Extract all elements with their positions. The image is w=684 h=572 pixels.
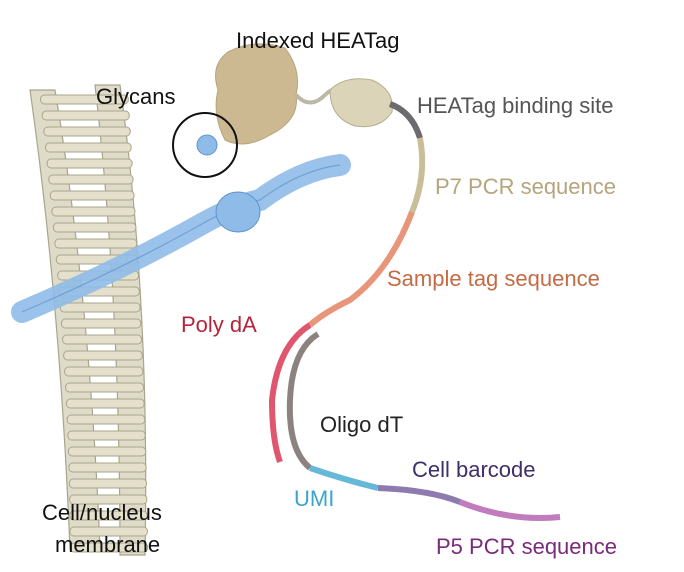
lipid-rung <box>69 542 149 553</box>
heatag-binding-site-segment <box>388 101 423 139</box>
lipid-rung <box>68 478 148 489</box>
label-umi: UMI <box>294 486 335 511</box>
cell-barcode-segment <box>377 485 462 505</box>
lipid-rung <box>63 350 143 361</box>
lipid-rung <box>54 238 138 249</box>
heatag-binding-protein <box>329 78 393 128</box>
poly-da-segment <box>268 322 312 464</box>
lipid-rung <box>48 174 134 185</box>
p7-pcr-segment <box>409 137 426 214</box>
lipid-rung <box>69 494 148 505</box>
lipid-rung <box>68 462 147 473</box>
lipid-rung <box>40 94 129 105</box>
label-cell-barcode: Cell barcode <box>412 457 536 482</box>
heatag-protein <box>215 43 299 145</box>
label-poly-da: Poly dA <box>181 312 257 337</box>
lipid-rung <box>66 414 146 425</box>
lipid-rung <box>51 206 136 217</box>
lipid-rung <box>59 302 141 313</box>
lipid-rung <box>69 526 148 537</box>
sample-tag-segment <box>308 210 415 328</box>
lipid-rung <box>67 430 146 441</box>
lipid-rung <box>67 446 147 457</box>
lipid-rung <box>65 398 145 409</box>
oligo-construct <box>268 101 561 521</box>
label-oligo-dt: Oligo dT <box>320 412 404 437</box>
label-indexed-heatag: Indexed HEATag <box>236 28 400 53</box>
umi-segment <box>309 465 379 491</box>
lipid-rung <box>60 318 142 329</box>
label-heatag-binding-site: HEATag binding site <box>417 93 614 118</box>
glycoprotein-domain <box>215 191 261 233</box>
label-membrane-line2: membrane <box>55 532 161 557</box>
lipid-rung <box>44 142 132 153</box>
p5-pcr-segment <box>458 499 561 521</box>
lipid-rung <box>49 190 135 201</box>
glycan-highlight-circle <box>172 112 238 178</box>
lipid-rung <box>69 510 148 521</box>
oligo-dt-segment <box>286 331 320 471</box>
lipid-rung <box>41 110 130 121</box>
lipid-rung <box>64 366 144 377</box>
glycan-icon <box>196 134 218 156</box>
lipid-rung <box>52 222 137 233</box>
lipid-rung <box>62 334 143 345</box>
lipid-rung <box>46 158 133 169</box>
lipid-rung <box>43 126 131 137</box>
label-p7-pcr: P7 PCR sequence <box>435 174 616 199</box>
label-membrane-line1: Cell/nucleus <box>42 500 162 525</box>
lipid-rung <box>65 382 145 393</box>
label-sample-tag: Sample tag sequence <box>387 266 600 291</box>
label-glycans: Glycans <box>96 84 176 109</box>
label-p5-pcr: P5 PCR sequence <box>436 534 617 559</box>
